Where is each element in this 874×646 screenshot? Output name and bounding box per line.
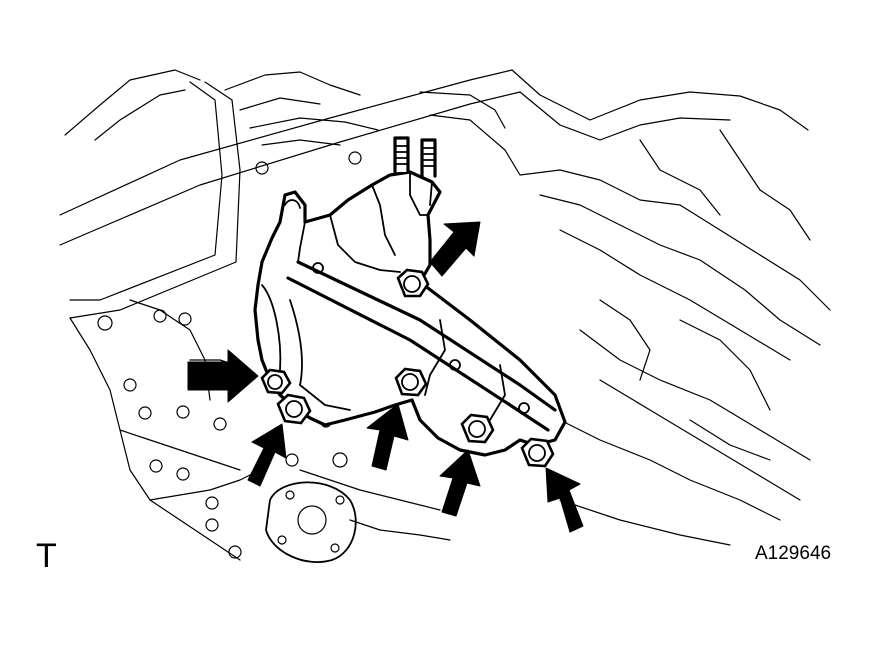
nut-center — [394, 367, 428, 397]
nut-upper-right — [396, 268, 430, 298]
arrow-to-center-nut — [366, 403, 409, 471]
nut-lower-right — [520, 437, 555, 468]
arrow-to-upper-right-nut — [429, 221, 481, 277]
nut-lower-middle — [460, 413, 495, 444]
arrow-to-left-upper-nut — [187, 349, 259, 403]
manifold-nuts — [260, 268, 555, 468]
engine-block-background — [59, 69, 831, 563]
corner-label: T — [36, 537, 57, 575]
arrow-to-lower-middle-nut — [439, 449, 481, 517]
nut-left-upper — [260, 368, 292, 395]
arrow-to-lower-right-nut — [545, 467, 584, 533]
exhaust-manifold — [253, 136, 567, 457]
arrow-to-left-lower-nut — [247, 423, 287, 487]
pointer-arrows — [187, 221, 584, 533]
nut-left-lower — [276, 393, 312, 425]
figure-id-label: A129646 — [755, 543, 832, 564]
